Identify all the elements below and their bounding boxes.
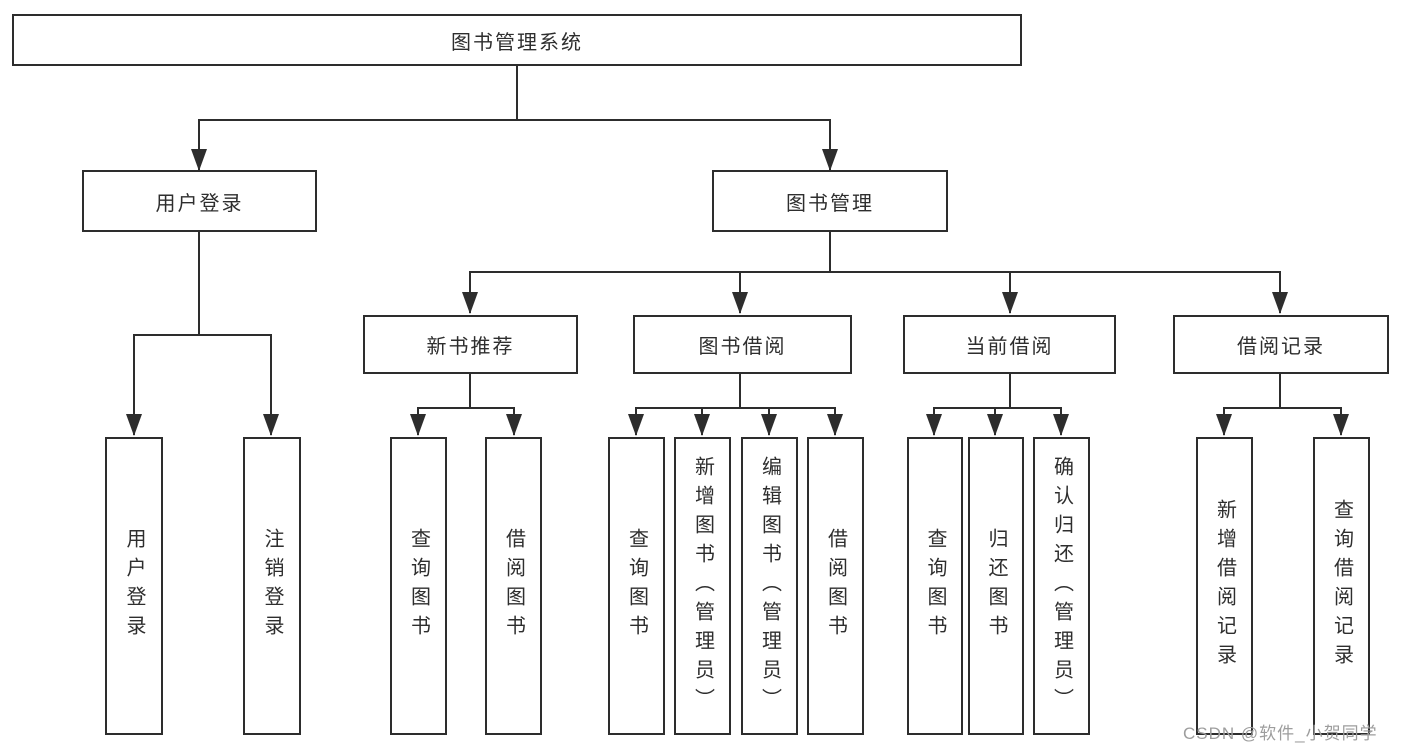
leaf-cb-return-books: 归还图书	[968, 437, 1024, 735]
node-book-management: 图书管理	[712, 170, 948, 232]
leaf-bb-query-books: 查询图书	[608, 437, 665, 735]
edge-login-logout	[198, 232, 279, 436]
node-new-book-recommendation: 新书推荐	[363, 315, 578, 374]
edge-cb-query	[926, 374, 1011, 436]
edge-bb-add	[694, 374, 741, 436]
edge-bb-query	[628, 374, 741, 436]
leaf-cb-confirm-return-admin: 确认归还（管理员）	[1033, 437, 1090, 735]
node-library-management-system: 图书管理系统	[12, 14, 1022, 66]
node-current-borrowing: 当前借阅	[903, 315, 1116, 374]
node-user-login: 用户登录	[82, 170, 317, 232]
watermark: CSDN @软件_小贺同学	[1183, 724, 1378, 743]
leaf-cb-query-books: 查询图书	[907, 437, 963, 735]
edge-bb-edit	[739, 374, 777, 436]
leaf-bb-edit-books-admin: 编辑图书（管理员）	[741, 437, 798, 735]
edge-login-user-login	[126, 232, 200, 436]
leaf-bb-borrow-books: 借阅图书	[807, 437, 864, 735]
edge-br-add	[1216, 374, 1281, 436]
leaf-br-query-record: 查询借阅记录	[1313, 437, 1370, 735]
edge-mgmt-book-borrow	[732, 232, 831, 314]
edge-cb-confirm	[1009, 374, 1069, 436]
edge-mgmt-borrow-records	[829, 232, 1288, 314]
edge-br-query	[1279, 374, 1349, 436]
edge-root-book-mgmt	[516, 66, 838, 171]
leaf-bb-add-books-admin: 新增图书（管理员）	[674, 437, 731, 735]
leaf-user-login: 用户登录	[105, 437, 163, 735]
node-book-borrowing: 图书借阅	[633, 315, 852, 374]
leaf-nbr-query-books: 查询图书	[390, 437, 447, 735]
leaf-nbr-borrow-books: 借阅图书	[485, 437, 542, 735]
edge-bb-borrow	[739, 374, 843, 436]
leaf-logout: 注销登录	[243, 437, 301, 735]
edge-cb-return	[987, 374, 1011, 436]
edge-nbr-borrow	[469, 374, 522, 436]
edge-root-user-login	[191, 66, 518, 171]
edge-nbr-query	[410, 374, 471, 436]
node-borrowing-records: 借阅记录	[1173, 315, 1389, 374]
leaf-br-add-record: 新增借阅记录	[1196, 437, 1253, 735]
